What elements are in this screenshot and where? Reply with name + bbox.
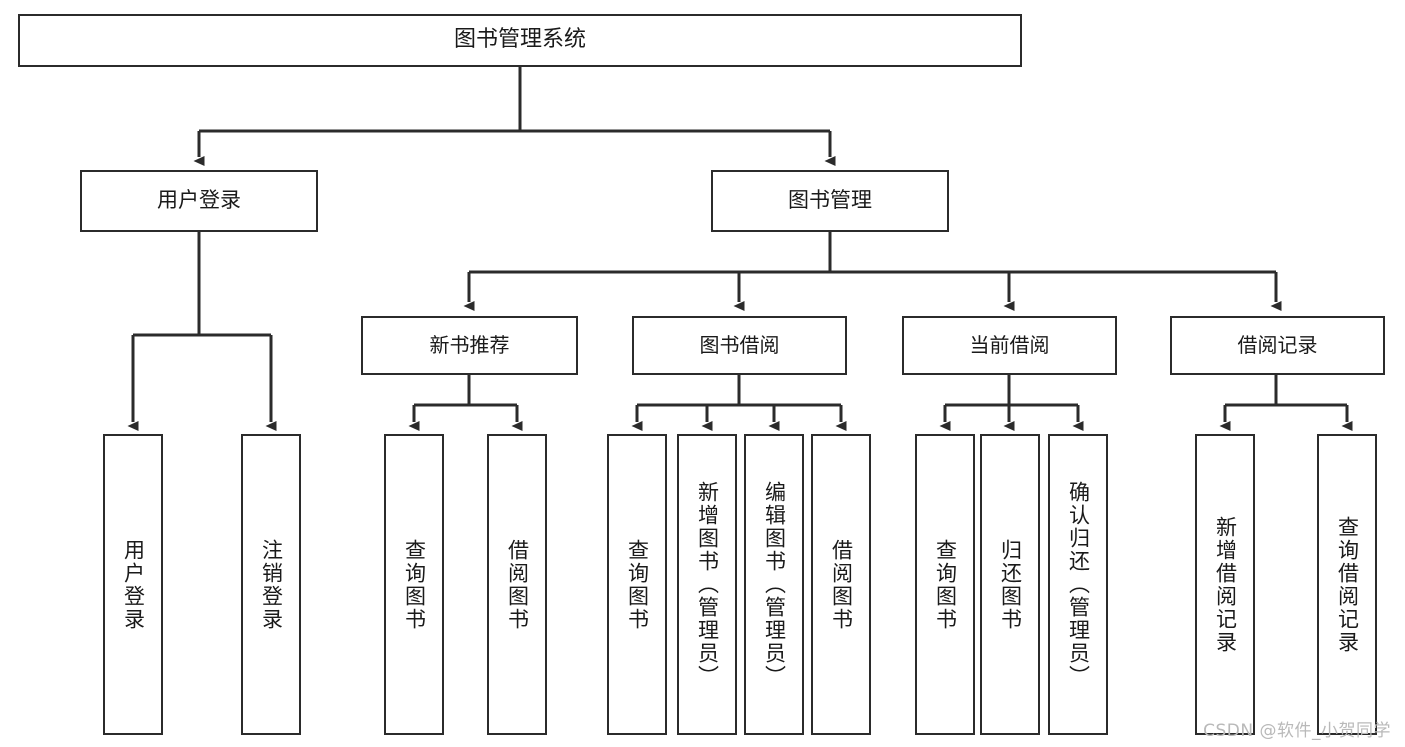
leaf-user-login-label: 用户登录 xyxy=(121,538,146,631)
leaf-query-book-1[interactable]: 查询图书 xyxy=(384,434,444,735)
leaf-return-book-label: 归还图书 xyxy=(998,538,1023,631)
leaf-edit-book-label: 编辑图书（管理员） xyxy=(762,481,787,688)
leaf-borrow-book-2[interactable]: 借阅图书 xyxy=(811,434,871,735)
leaf-logout[interactable]: 注销登录 xyxy=(241,434,301,735)
leaf-borrow-book-1-label: 借阅图书 xyxy=(505,538,530,631)
leaf-query-book-2-label: 查询图书 xyxy=(625,538,650,631)
leaf-borrow-book-1[interactable]: 借阅图书 xyxy=(487,434,547,735)
leaf-confirm-return-label: 确认归还（管理员） xyxy=(1066,481,1091,688)
node-borrow-record[interactable]: 借阅记录 xyxy=(1170,316,1385,375)
leaf-user-login[interactable]: 用户登录 xyxy=(103,434,163,735)
node-user-login[interactable]: 用户登录 xyxy=(80,170,318,232)
node-new-book-recommend-label: 新书推荐 xyxy=(429,333,510,358)
node-book-borrow[interactable]: 图书借阅 xyxy=(632,316,847,375)
leaf-query-record-label: 查询借阅记录 xyxy=(1335,515,1360,654)
leaf-return-book[interactable]: 归还图书 xyxy=(980,434,1040,735)
csdn-watermark: CSDN @软件_小贺同学 xyxy=(1203,721,1391,741)
leaf-add-book[interactable]: 新增图书（管理员） xyxy=(677,434,737,735)
leaf-add-book-label: 新增图书（管理员） xyxy=(695,481,720,688)
leaf-query-book-3-label: 查询图书 xyxy=(933,538,958,631)
leaf-borrow-book-2-label: 借阅图书 xyxy=(829,538,854,631)
node-root-system-label: 图书管理系统 xyxy=(453,27,586,53)
node-book-manage[interactable]: 图书管理 xyxy=(711,170,949,232)
node-book-manage-label: 图书管理 xyxy=(788,188,872,213)
node-user-login-label: 用户登录 xyxy=(157,188,241,213)
leaf-add-record[interactable]: 新增借阅记录 xyxy=(1195,434,1255,735)
leaf-query-book-3[interactable]: 查询图书 xyxy=(915,434,975,735)
node-root-system[interactable]: 图书管理系统 xyxy=(18,14,1022,67)
node-borrow-record-label: 借阅记录 xyxy=(1237,333,1318,358)
node-book-borrow-label: 图书借阅 xyxy=(699,333,780,358)
node-new-book-recommend[interactable]: 新书推荐 xyxy=(361,316,578,375)
node-current-borrow-label: 当前借阅 xyxy=(969,333,1050,358)
leaf-query-book-2[interactable]: 查询图书 xyxy=(607,434,667,735)
node-current-borrow[interactable]: 当前借阅 xyxy=(902,316,1117,375)
leaf-confirm-return[interactable]: 确认归还（管理员） xyxy=(1048,434,1108,735)
leaf-edit-book[interactable]: 编辑图书（管理员） xyxy=(744,434,804,735)
leaf-query-record[interactable]: 查询借阅记录 xyxy=(1317,434,1377,735)
leaf-query-book-1-label: 查询图书 xyxy=(402,538,427,631)
leaf-logout-label: 注销登录 xyxy=(259,538,284,631)
leaf-add-record-label: 新增借阅记录 xyxy=(1213,515,1238,654)
